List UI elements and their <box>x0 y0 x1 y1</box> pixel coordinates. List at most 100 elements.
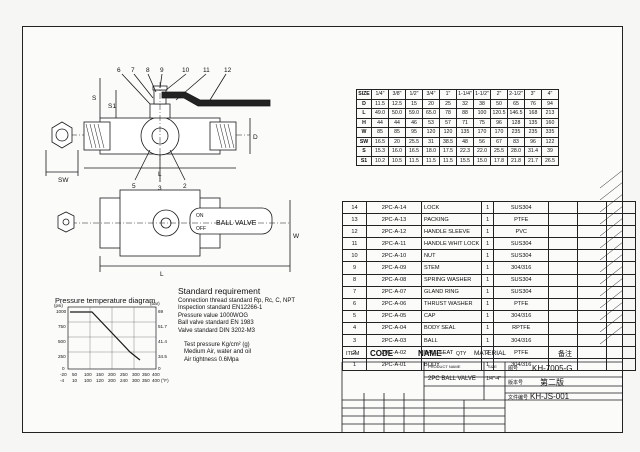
pt-y-left-tick: 0 <box>62 366 65 371</box>
bom-cell: 2PC-A-03 <box>366 334 422 348</box>
bom-cell: 2PC-A-06 <box>366 297 422 311</box>
size-table-cell: 31 <box>422 136 440 147</box>
bom-cell: 1 <box>481 273 495 287</box>
handle-label: BALL VALVE <box>216 220 257 227</box>
size-table-cell: 20 <box>388 136 406 147</box>
bom-empty-cell <box>577 213 608 227</box>
bom-empty-cell <box>577 261 608 275</box>
size-table-cell: 49.0 <box>371 108 389 119</box>
pt-x-c-tick: 120 <box>96 378 104 383</box>
pt-y-right-label: (bar) <box>150 301 160 306</box>
size-table-cell: 88 <box>456 108 474 119</box>
size-table-cell: 15.0 <box>473 155 491 166</box>
size-table-cell: 3/8" <box>388 89 406 100</box>
standard-line: Inspection standard EN12266-1 <box>178 305 263 312</box>
pt-x-c-tick: 10 <box>72 378 78 383</box>
size-table-cell: 78 <box>439 108 457 119</box>
size-table-cell: 96 <box>524 136 542 147</box>
size-table-cell: SIZE <box>356 89 372 100</box>
size-table-cell: 12.5 <box>388 98 406 109</box>
bom-cell: 1 <box>481 285 495 299</box>
bom-empty-cell <box>548 273 579 287</box>
bom-empty-cell <box>606 213 637 227</box>
bom-cell: 3 <box>342 334 367 348</box>
bom-cell: LOCK <box>420 200 483 215</box>
size-table-cell: SW <box>356 136 372 147</box>
test-line: Air tightness 0.6Mpa <box>184 356 239 363</box>
drawing-no-label: 图号 <box>508 366 519 372</box>
size-table-cell: 1" <box>439 89 457 100</box>
bom-cell: 304/316 <box>493 334 550 348</box>
pt-y-left-tick: 750 <box>58 324 66 329</box>
bom-cell: 1 <box>481 321 495 336</box>
bom-empty-cell <box>548 249 579 263</box>
size-table-cell: S <box>356 146 372 157</box>
size-table-cell: 20 <box>422 98 440 109</box>
size-table-cell: 25.5 <box>405 136 423 147</box>
bom-cell: 304/316 <box>493 261 550 275</box>
standard-requirements: Standard requirement Connection thread s… <box>178 287 296 364</box>
bom-cell: 2PC-A-09 <box>366 261 422 275</box>
size-table-cell: 31.4 <box>524 146 542 157</box>
bom-cell: 2PC-A-08 <box>366 273 422 287</box>
bom-cell: BODY <box>420 358 483 372</box>
standard-line: Valve standard DIN 3202-M3 <box>178 327 255 334</box>
bom-empty-cell <box>548 297 579 311</box>
bom-cell: SUS304 <box>493 273 550 287</box>
bom-cell: SUS304 <box>493 237 550 251</box>
pt-x-c-tick: 100 <box>84 378 92 383</box>
bom-cell: 2PC-A-05 <box>366 309 422 323</box>
pt-x-c-tick: 350 <box>142 378 150 383</box>
size-table-cell: 32 <box>456 98 474 109</box>
bom-cell: 1 <box>481 213 495 227</box>
size-table-cell: 57 <box>439 117 457 128</box>
balloon-12: 12 <box>224 67 232 74</box>
bom-empty-cell <box>606 297 637 311</box>
size-table-cell: 15 <box>405 98 423 109</box>
bom-cell: 2PC-A-10 <box>366 249 422 263</box>
size-table-cell: 39 <box>541 146 559 157</box>
bom-cell: 2PC-A-01 <box>366 358 422 372</box>
size-table-cell: 17.5 <box>439 146 457 157</box>
bom-cell: THRUST WASHER <box>420 297 483 311</box>
bom-cell: GLAND RING <box>420 285 483 299</box>
size-table-cell: 160 <box>541 117 559 128</box>
size-table-cell: 18.0 <box>422 146 440 157</box>
bom-cell: 1 <box>342 358 367 372</box>
size-table-cell: 38.5 <box>439 136 457 147</box>
bom-empty-cell <box>577 237 608 251</box>
size-table-cell: 235 <box>524 127 542 138</box>
size-table-cell: 170 <box>473 127 491 138</box>
file-no-label: 文件编号 <box>508 395 529 401</box>
bom-empty-cell <box>548 225 579 239</box>
bom-empty-cell <box>606 261 637 275</box>
bom-cell: 7 <box>342 285 367 299</box>
bom-cell: 13 <box>342 213 367 227</box>
balloon-8: 8 <box>146 67 150 74</box>
size-table-cell: 17.8 <box>490 155 508 166</box>
size-table-cell: 25 <box>439 98 457 109</box>
bom-cell: 1 <box>481 225 495 239</box>
bom-cell: SUS304 <box>493 285 550 299</box>
standard-line: Pressure value 1000WOG <box>178 312 249 319</box>
size-table-cell: 1/2" <box>405 89 423 100</box>
pt-diagram-title: Pressure temperature diagram <box>55 296 156 305</box>
bom-cell: 6 <box>342 297 367 311</box>
balloon-3: 3 <box>158 185 162 192</box>
size-table-cell: H <box>356 117 372 128</box>
bom-cell: RPTFE <box>493 321 550 336</box>
bom-empty-cell <box>606 200 637 215</box>
size-table-cell: 21.8 <box>507 155 525 166</box>
size-table-cell: 10.2 <box>371 155 389 166</box>
pt-x-f-tick: 150 <box>96 372 104 377</box>
size-table-cell: 85 <box>388 127 406 138</box>
size-table-cell: 135 <box>456 127 474 138</box>
standard-line: Connection thread standard Rp, Rc, C, NP… <box>178 297 296 304</box>
dim-l-top: L <box>160 271 164 278</box>
